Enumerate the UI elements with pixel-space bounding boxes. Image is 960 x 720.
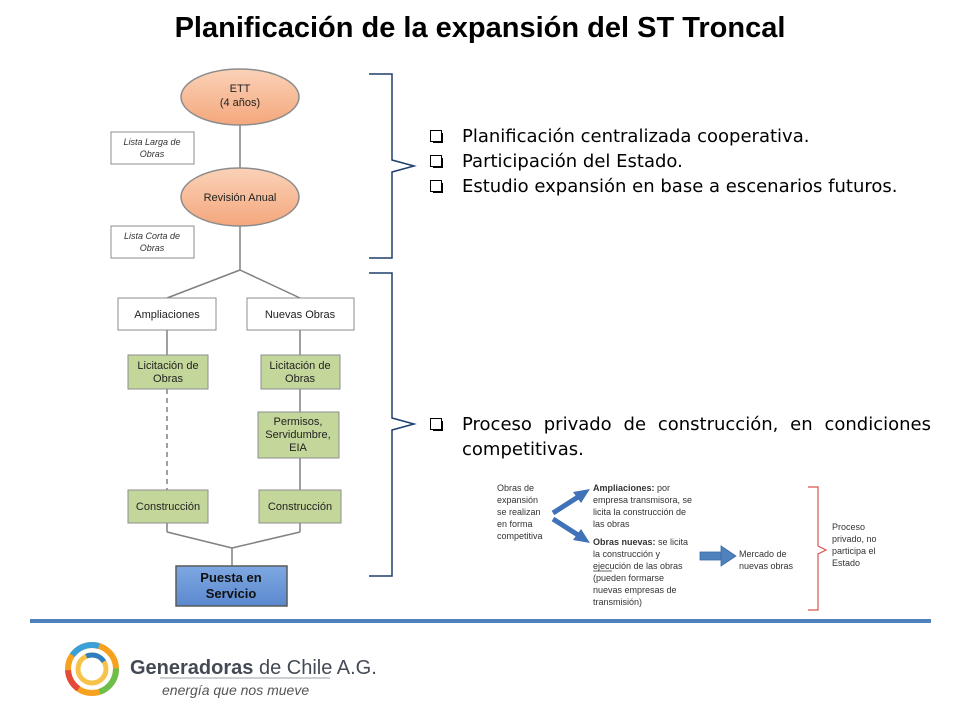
ampliaciones-rest-2: empresa transmisora, se [593,495,692,505]
small-left-text-1: Obras de [497,483,534,493]
ett-label: ETT [230,83,251,95]
puesta-servicio-box [175,565,288,607]
lista-larga-box [110,131,195,165]
small-arrows [551,489,737,567]
nuevas-bold: Obras nuevas: [593,537,656,547]
nuevas-rest-3: ejecución de las obras [593,561,683,571]
bullet-item: Proceso privado de construcción, en cond… [428,412,931,462]
licitacion-right-label-2: Obras [285,373,315,385]
nuevas-obras-label: Nuevas Obras [265,309,336,321]
permisos-box [257,411,340,459]
construccion-right-label: Construcción [268,501,332,513]
ampliaciones-rest-3: licita la construcción de [593,507,686,517]
bottom-brace [369,272,417,577]
ampliaciones-box [117,297,217,331]
checkbox-bullet-icon [430,180,443,193]
servidumbre-label: Servidumbre, [265,429,330,441]
licitacion-right-box [260,354,341,390]
logo-tagline: energía que nos mueve [162,682,310,698]
bottom-bullet-list: Proceso privado de construcción, en cond… [428,412,931,462]
small-left-text-2: expansión [497,495,538,505]
logo-light-text: de Chile A.G. [253,657,377,679]
nuevas-obras-box [246,297,355,331]
bullet-text: Participación del Estado. [462,151,683,172]
right-text-2: privado, no [832,534,877,544]
top-bullet-list: Planificación centralizada cooperativa. … [428,124,931,199]
small-left-text-5: competitiva [497,531,543,541]
logo-name: Generadoras de Chile A.G. [130,657,377,680]
eia-label: EIA [289,442,307,454]
licitacion-left-label: Licitación de [137,360,198,372]
nuevas-rest-6: transmisión) [593,597,642,607]
nuevas-rest-2: la construcción y [593,549,661,559]
lista-larga-label: Lista Larga de [123,137,180,147]
svg-text:Obras nuevas: se licita: Obras nuevas: se licita [593,537,688,547]
small-diagram: Obras de expansión se realizan en forma … [497,483,877,607]
mercado-text-2: nuevas obras [739,561,794,571]
small-red-brace [808,486,828,611]
bullet-item: Estudio expansión en base a escenarios f… [428,174,931,199]
logo-icon [65,642,119,696]
licitacion-right-label: Licitación de [269,360,330,372]
page-title: Planificación de la expansión del ST Tro… [174,12,786,44]
ampliaciones-rest-4: las obras [593,519,630,529]
licitacion-left-label-2: Obras [153,373,183,385]
ett-years-label: (4 años) [220,97,260,109]
footer-divider [30,619,931,623]
construccion-right-box [258,489,342,524]
right-text-4: Estado [832,558,860,568]
small-left-text-4: en forma [497,519,533,529]
bullet-text: Planificación centralizada cooperativa. [462,126,810,147]
construccion-left-box [127,489,209,524]
nuevas-rest-5: nuevas empresas de [593,585,677,595]
checkbox-bullet-icon [430,155,443,168]
bullet-item: Participación del Estado. [428,149,931,174]
connector-lines [166,125,301,566]
bullet-item: Planificación centralizada cooperativa. [428,124,931,149]
small-left-text-3: se realizan [497,507,541,517]
svg-text:Ampliaciones: por: Ampliaciones: por [593,483,670,493]
licitacion-left-box [127,354,209,390]
revision-anual-oval [180,167,300,227]
nuevas-rest-1: se licita [656,537,689,547]
permisos-label: Permisos, [274,416,323,428]
top-brace [369,73,417,259]
right-text-3: participa el [832,546,876,556]
puesta-label: Puesta en [200,570,261,585]
ampliaciones-rest-1: por [655,483,671,493]
ampliaciones-bold: Ampliaciones: [593,483,655,493]
bullet-text: Proceso privado de construcción, en cond… [462,414,931,460]
ett-oval [180,68,300,126]
checkbox-bullet-icon [430,418,443,431]
construccion-left-label: Construcción [136,501,200,513]
lista-corta-label-2: Obras [140,243,165,253]
lista-corta-box [110,225,195,259]
nuevas-rest-4: (pueden formarse [593,573,664,583]
mercado-text-1: Mercado de [739,549,787,559]
right-text-1: Proceso [832,522,865,532]
lista-corta-label: Lista Corta de [124,231,180,241]
ampliaciones-label: Ampliaciones [134,309,200,321]
checkbox-bullet-icon [430,130,443,143]
bullet-text: Estudio expansión en base a escenarios f… [462,176,898,197]
servicio-label: Servicio [206,586,257,601]
revision-anual-label: Revisión Anual [204,192,277,204]
logo-bold-text: Generadoras [130,657,254,679]
lista-larga-label-2: Obras [140,149,165,159]
